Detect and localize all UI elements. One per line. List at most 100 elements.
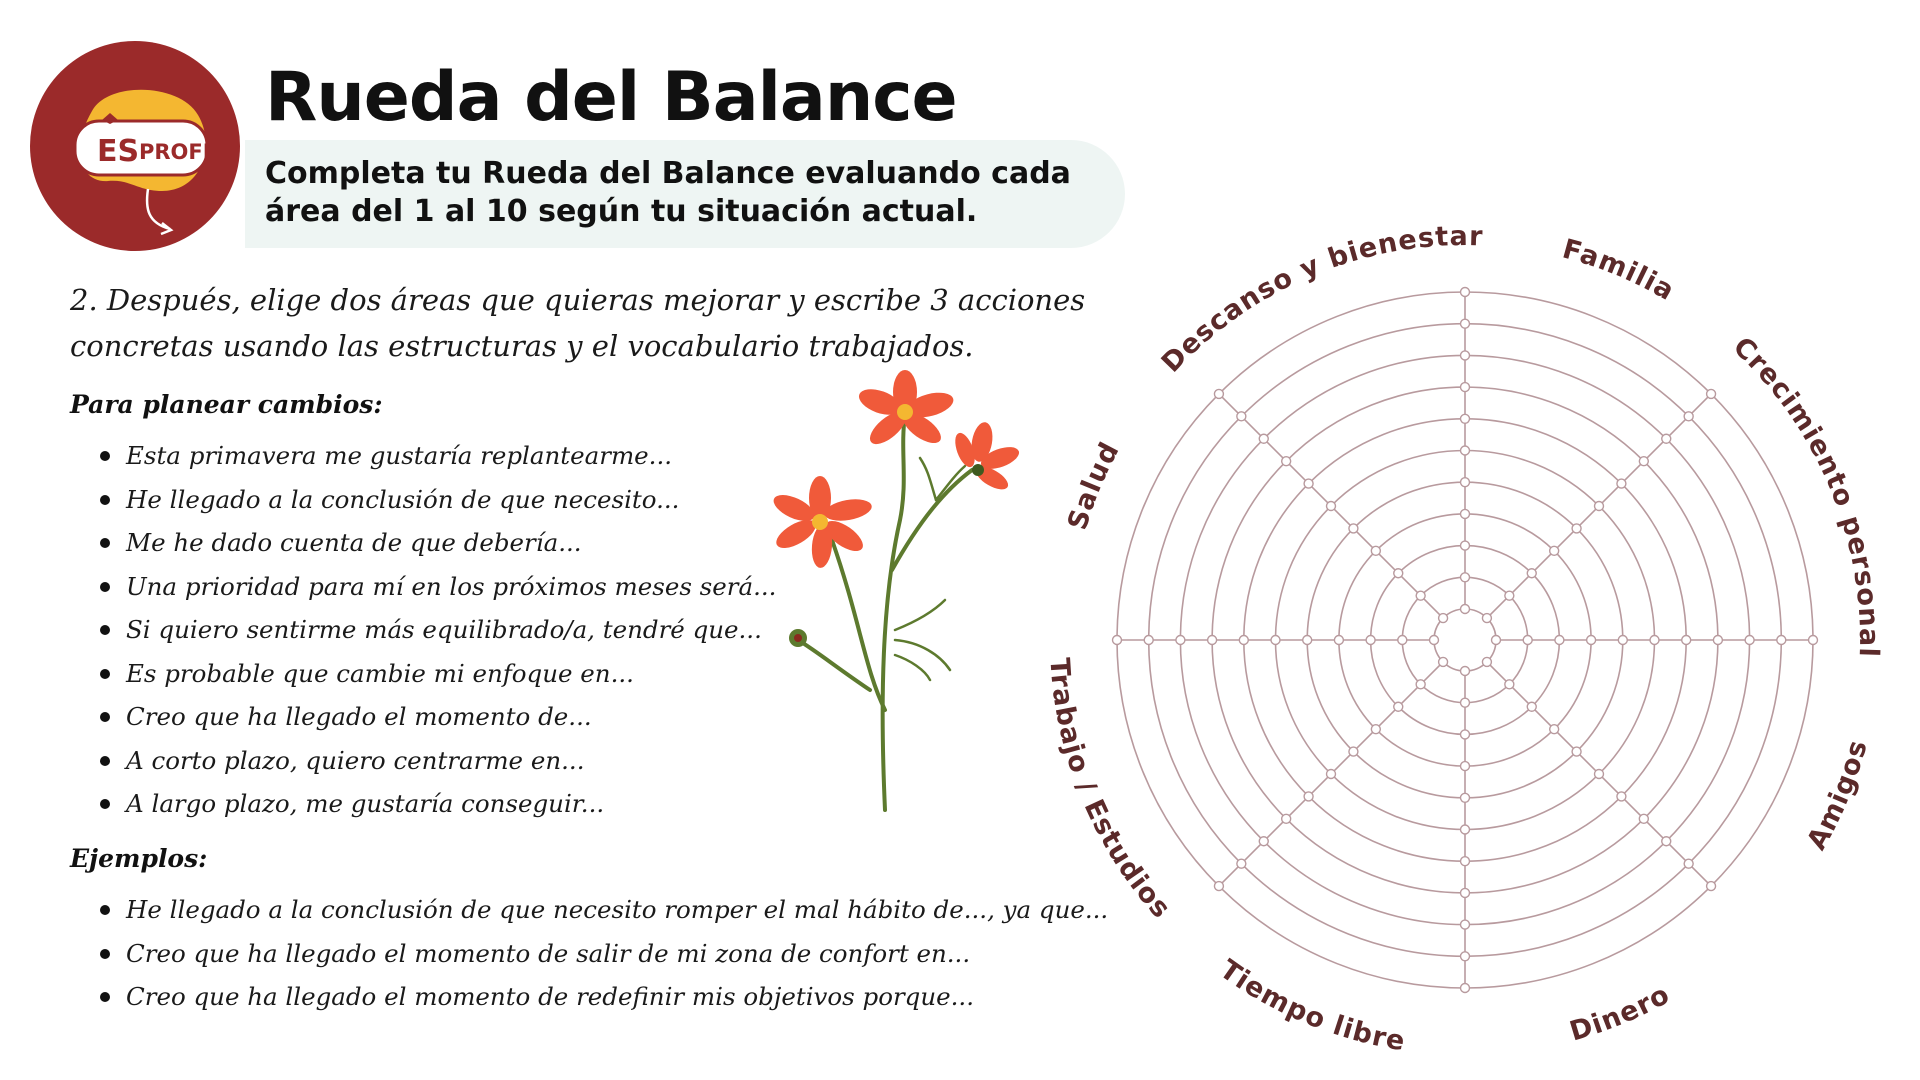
wheel-node xyxy=(1459,887,1471,899)
bullet-icon xyxy=(100,668,110,679)
wheel-node xyxy=(1303,791,1314,802)
bullet-icon xyxy=(100,799,110,809)
planning-list: Esta primavera me gustaría replantearme.… xyxy=(100,434,776,826)
wheel-node xyxy=(1661,836,1672,847)
flower-illustration xyxy=(773,370,1020,812)
wheel-node xyxy=(1397,634,1408,646)
bullet-icon xyxy=(100,451,110,461)
wheel-node xyxy=(1325,500,1337,512)
wheel-node xyxy=(1303,478,1314,489)
wheel-area-label: Amigos xyxy=(1801,736,1874,855)
wheel-area-label: Crecimiento personal xyxy=(1727,331,1884,658)
wheel-node xyxy=(1593,768,1605,780)
list-item: Creo que ha llegado el momento de salir … xyxy=(100,932,1108,976)
wheel-node xyxy=(1522,634,1533,646)
wheel-area-label: Dinero xyxy=(1566,979,1675,1048)
wheel-node xyxy=(1365,634,1376,646)
wheel-node xyxy=(1459,824,1471,835)
subtitle-background xyxy=(245,140,1125,248)
wheel-node xyxy=(1270,634,1281,646)
wheel-node xyxy=(1258,433,1269,444)
wheel-node xyxy=(1776,634,1787,646)
wheel-node xyxy=(1459,697,1471,708)
logo-text-profe: PROFE xyxy=(139,140,217,164)
wheel-node xyxy=(1111,634,1123,646)
bullet-icon xyxy=(100,625,110,635)
wheel-node xyxy=(1526,568,1537,579)
examples-list: He llegado a la conclusión de que necesi… xyxy=(100,888,1108,1019)
list-item: He llegado a la conclusión de que necesi… xyxy=(100,478,776,522)
instruction-text: 2. Después, elige dos áreas que quieras … xyxy=(70,283,1086,363)
list-item: Una prioridad para mí en los próximos me… xyxy=(100,565,776,609)
wheel-node xyxy=(1548,545,1560,557)
wheel-node xyxy=(1175,634,1186,646)
bullet-icon xyxy=(100,581,110,592)
wheel-area-label: Tiempo libre xyxy=(1214,954,1408,1055)
wheel-node xyxy=(1593,500,1605,512)
wheel-node xyxy=(1459,413,1471,425)
list-item: Esta primavera me gustaría replantearme.… xyxy=(100,434,776,478)
list-item: A corto plazo, quiero centrarme en... xyxy=(100,739,776,783)
wheel-node xyxy=(1459,540,1471,551)
wheel-area-label: Salud xyxy=(1062,437,1126,534)
wheel-node xyxy=(1459,919,1471,930)
wheel-node xyxy=(1236,411,1247,422)
list-item: Si quiero sentirme más equilibrado/a, te… xyxy=(100,608,776,652)
wheel-node xyxy=(1661,433,1672,444)
wheel-node xyxy=(1348,523,1359,534)
wheel-node xyxy=(1585,634,1597,646)
wheel-node xyxy=(1571,523,1582,534)
wheel-node xyxy=(1459,856,1471,867)
wheel-node xyxy=(1370,723,1382,735)
page-title: Rueda del Balance xyxy=(265,58,958,137)
wheel-node xyxy=(1437,612,1449,624)
wheel-node xyxy=(1459,477,1471,488)
wheel-node xyxy=(1504,679,1515,690)
wheel-node xyxy=(1548,723,1560,735)
wheel-node xyxy=(1554,634,1565,646)
wheel-node xyxy=(1705,880,1717,892)
wheel-node xyxy=(1206,634,1218,646)
wheel-node xyxy=(1712,634,1724,646)
wheel-node xyxy=(1681,634,1692,646)
wheel-node xyxy=(1459,665,1471,677)
wheel-node xyxy=(1459,792,1471,803)
bullet-icon xyxy=(100,992,110,1002)
bullet-icon xyxy=(100,712,110,722)
wheel-node xyxy=(1280,813,1292,825)
wheel-node xyxy=(1415,590,1426,601)
wheel-node xyxy=(1370,545,1382,557)
wheel-node xyxy=(1333,634,1345,646)
wheel-node xyxy=(1428,634,1440,646)
wheel-node xyxy=(1213,388,1225,400)
wheel-node xyxy=(1280,455,1292,467)
wheel-node xyxy=(1459,951,1471,962)
wheel-node xyxy=(1683,858,1694,869)
wheel-node xyxy=(1236,858,1247,869)
page-subtitle: Completa tu Rueda del Balance evaluando … xyxy=(265,156,1071,229)
list-item: Me he dado cuenta de que debería... xyxy=(100,521,776,565)
wheel-node xyxy=(1238,634,1250,646)
wheel-area-label: Trabajo / Estudios xyxy=(1045,657,1177,925)
wheel-node xyxy=(1616,478,1627,489)
wheel-node xyxy=(1705,388,1717,400)
list-item: Creo que ha llegado el momento de... xyxy=(100,695,776,739)
wheel-node xyxy=(1481,612,1493,624)
list-item: He llegado a la conclusión de que necesi… xyxy=(100,888,1108,932)
wheel-node xyxy=(1459,286,1471,298)
wheel-node xyxy=(1638,455,1650,467)
bullet-icon xyxy=(100,948,110,959)
bullet-icon xyxy=(100,905,110,915)
wheel-node xyxy=(1459,603,1471,615)
wheel-node xyxy=(1459,982,1471,994)
wheel-node xyxy=(1617,634,1628,646)
planning-heading: Para planear cambios: xyxy=(70,390,383,419)
wheel-node xyxy=(1481,656,1493,668)
wheel-node xyxy=(1638,813,1650,825)
wheel-node xyxy=(1143,634,1154,646)
list-item: A largo plazo, me gustaría conseguir... xyxy=(100,782,776,826)
wheel-node xyxy=(1459,572,1471,583)
wheel-node xyxy=(1649,634,1660,646)
bullet-icon xyxy=(100,494,110,505)
